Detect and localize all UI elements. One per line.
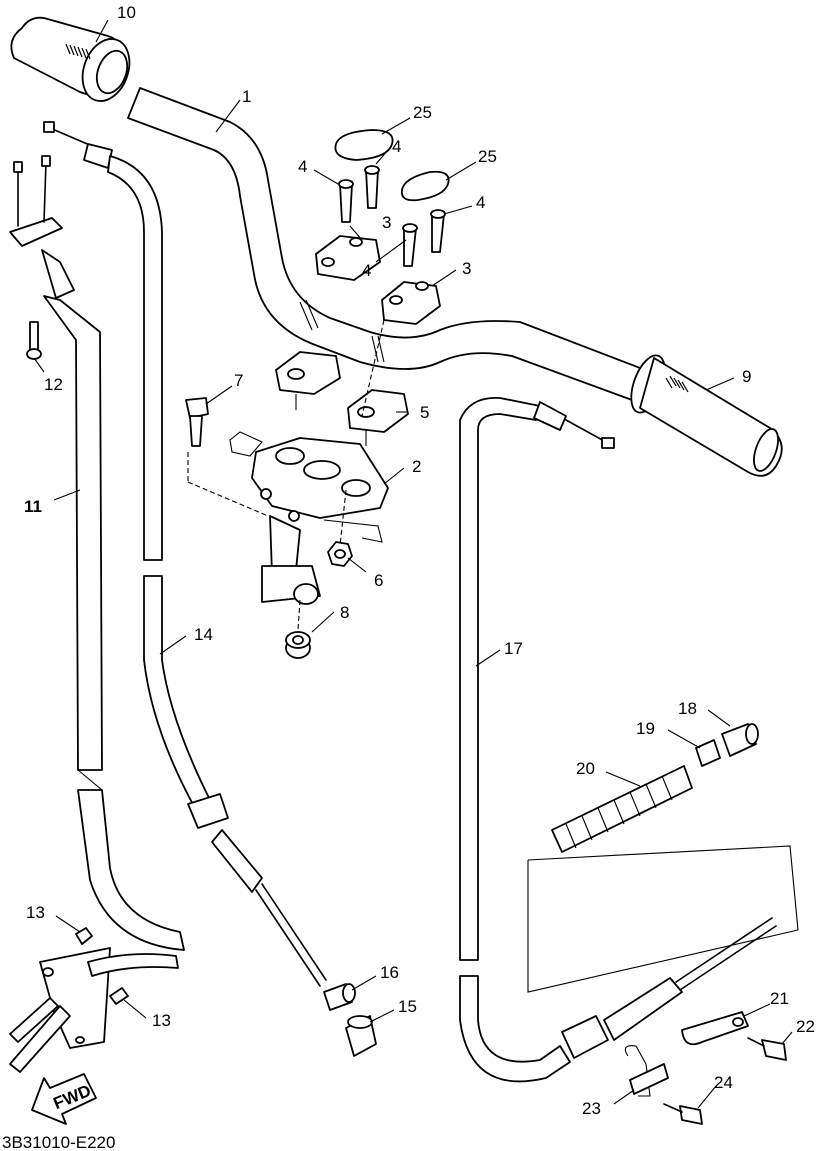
cable-14 <box>43 121 327 987</box>
bracket-21 <box>681 1011 749 1046</box>
cable-screw-12 <box>26 321 42 360</box>
bracket-nut <box>327 541 353 567</box>
callout-13-upper: 13 <box>26 903 45 922</box>
fwd-direction-arrow: FWD <box>31 1073 97 1125</box>
callout-24: 24 <box>714 1073 733 1092</box>
bracket-23 <box>624 1045 669 1097</box>
right-throttle-grip <box>630 354 783 477</box>
callout-8: 8 <box>340 603 349 622</box>
callout-19: 19 <box>636 719 655 738</box>
callout-3-upper: 3 <box>382 213 391 232</box>
callout-22: 22 <box>796 1017 815 1036</box>
bolt-22 <box>747 1037 787 1061</box>
cable-17 <box>459 397 777 1083</box>
holder-bolts <box>338 165 446 267</box>
lower-handlebar-holders <box>275 351 409 446</box>
bracket-washer <box>285 631 311 659</box>
callout-11: 11 <box>24 497 42 516</box>
callout-4-a: 4 <box>392 137 401 156</box>
callout-1: 1 <box>242 87 251 106</box>
callout-18: 18 <box>678 699 697 718</box>
callout-20: 20 <box>576 759 595 778</box>
upper-handlebar-holder-left <box>315 235 381 281</box>
callout-10: 10 <box>117 3 136 22</box>
handlebar-pads <box>334 129 450 202</box>
lower-cable-bracket <box>9 927 179 1073</box>
callout-6: 6 <box>374 571 383 590</box>
callout-21: 21 <box>770 989 789 1008</box>
callout-7: 7 <box>234 371 243 390</box>
callout-17: 17 <box>504 639 523 658</box>
callout-4-d: 4 <box>362 261 371 280</box>
alignment-lines <box>187 319 385 631</box>
callout-14: 14 <box>194 625 213 644</box>
callout-13-lower: 13 <box>152 1011 171 1030</box>
cable-end-15 <box>345 1015 377 1057</box>
bolt-24 <box>663 1103 703 1125</box>
cable-11 <box>9 155 185 951</box>
upper-handlebar-holder-right <box>381 281 441 325</box>
bracket-bolt <box>185 397 209 447</box>
callout-16: 16 <box>380 963 399 982</box>
callout-15: 15 <box>398 997 417 1016</box>
callout-3-lower: 3 <box>462 259 471 278</box>
callout-25-upper: 25 <box>413 103 432 122</box>
left-grip <box>10 16 131 102</box>
figure-code: 3B31010-E220 <box>2 1133 115 1151</box>
callout-25-lower: 25 <box>478 147 497 166</box>
callout-23: 23 <box>582 1099 601 1118</box>
callout-2: 2 <box>412 457 421 476</box>
callout-12: 12 <box>44 375 63 394</box>
callout-4-c: 4 <box>476 193 485 212</box>
leader-lines <box>33 19 793 1109</box>
callout-labels: 10 1 25 4 25 4 4 3 4 3 7 9 12 5 2 11 6 8… <box>24 3 815 1118</box>
cable-end-16 <box>323 983 356 1011</box>
handlebar-bracket <box>229 431 389 605</box>
callout-4-b: 4 <box>298 157 307 176</box>
callout-9: 9 <box>742 367 751 386</box>
callout-5: 5 <box>420 403 429 422</box>
spring-assembly <box>527 723 799 993</box>
